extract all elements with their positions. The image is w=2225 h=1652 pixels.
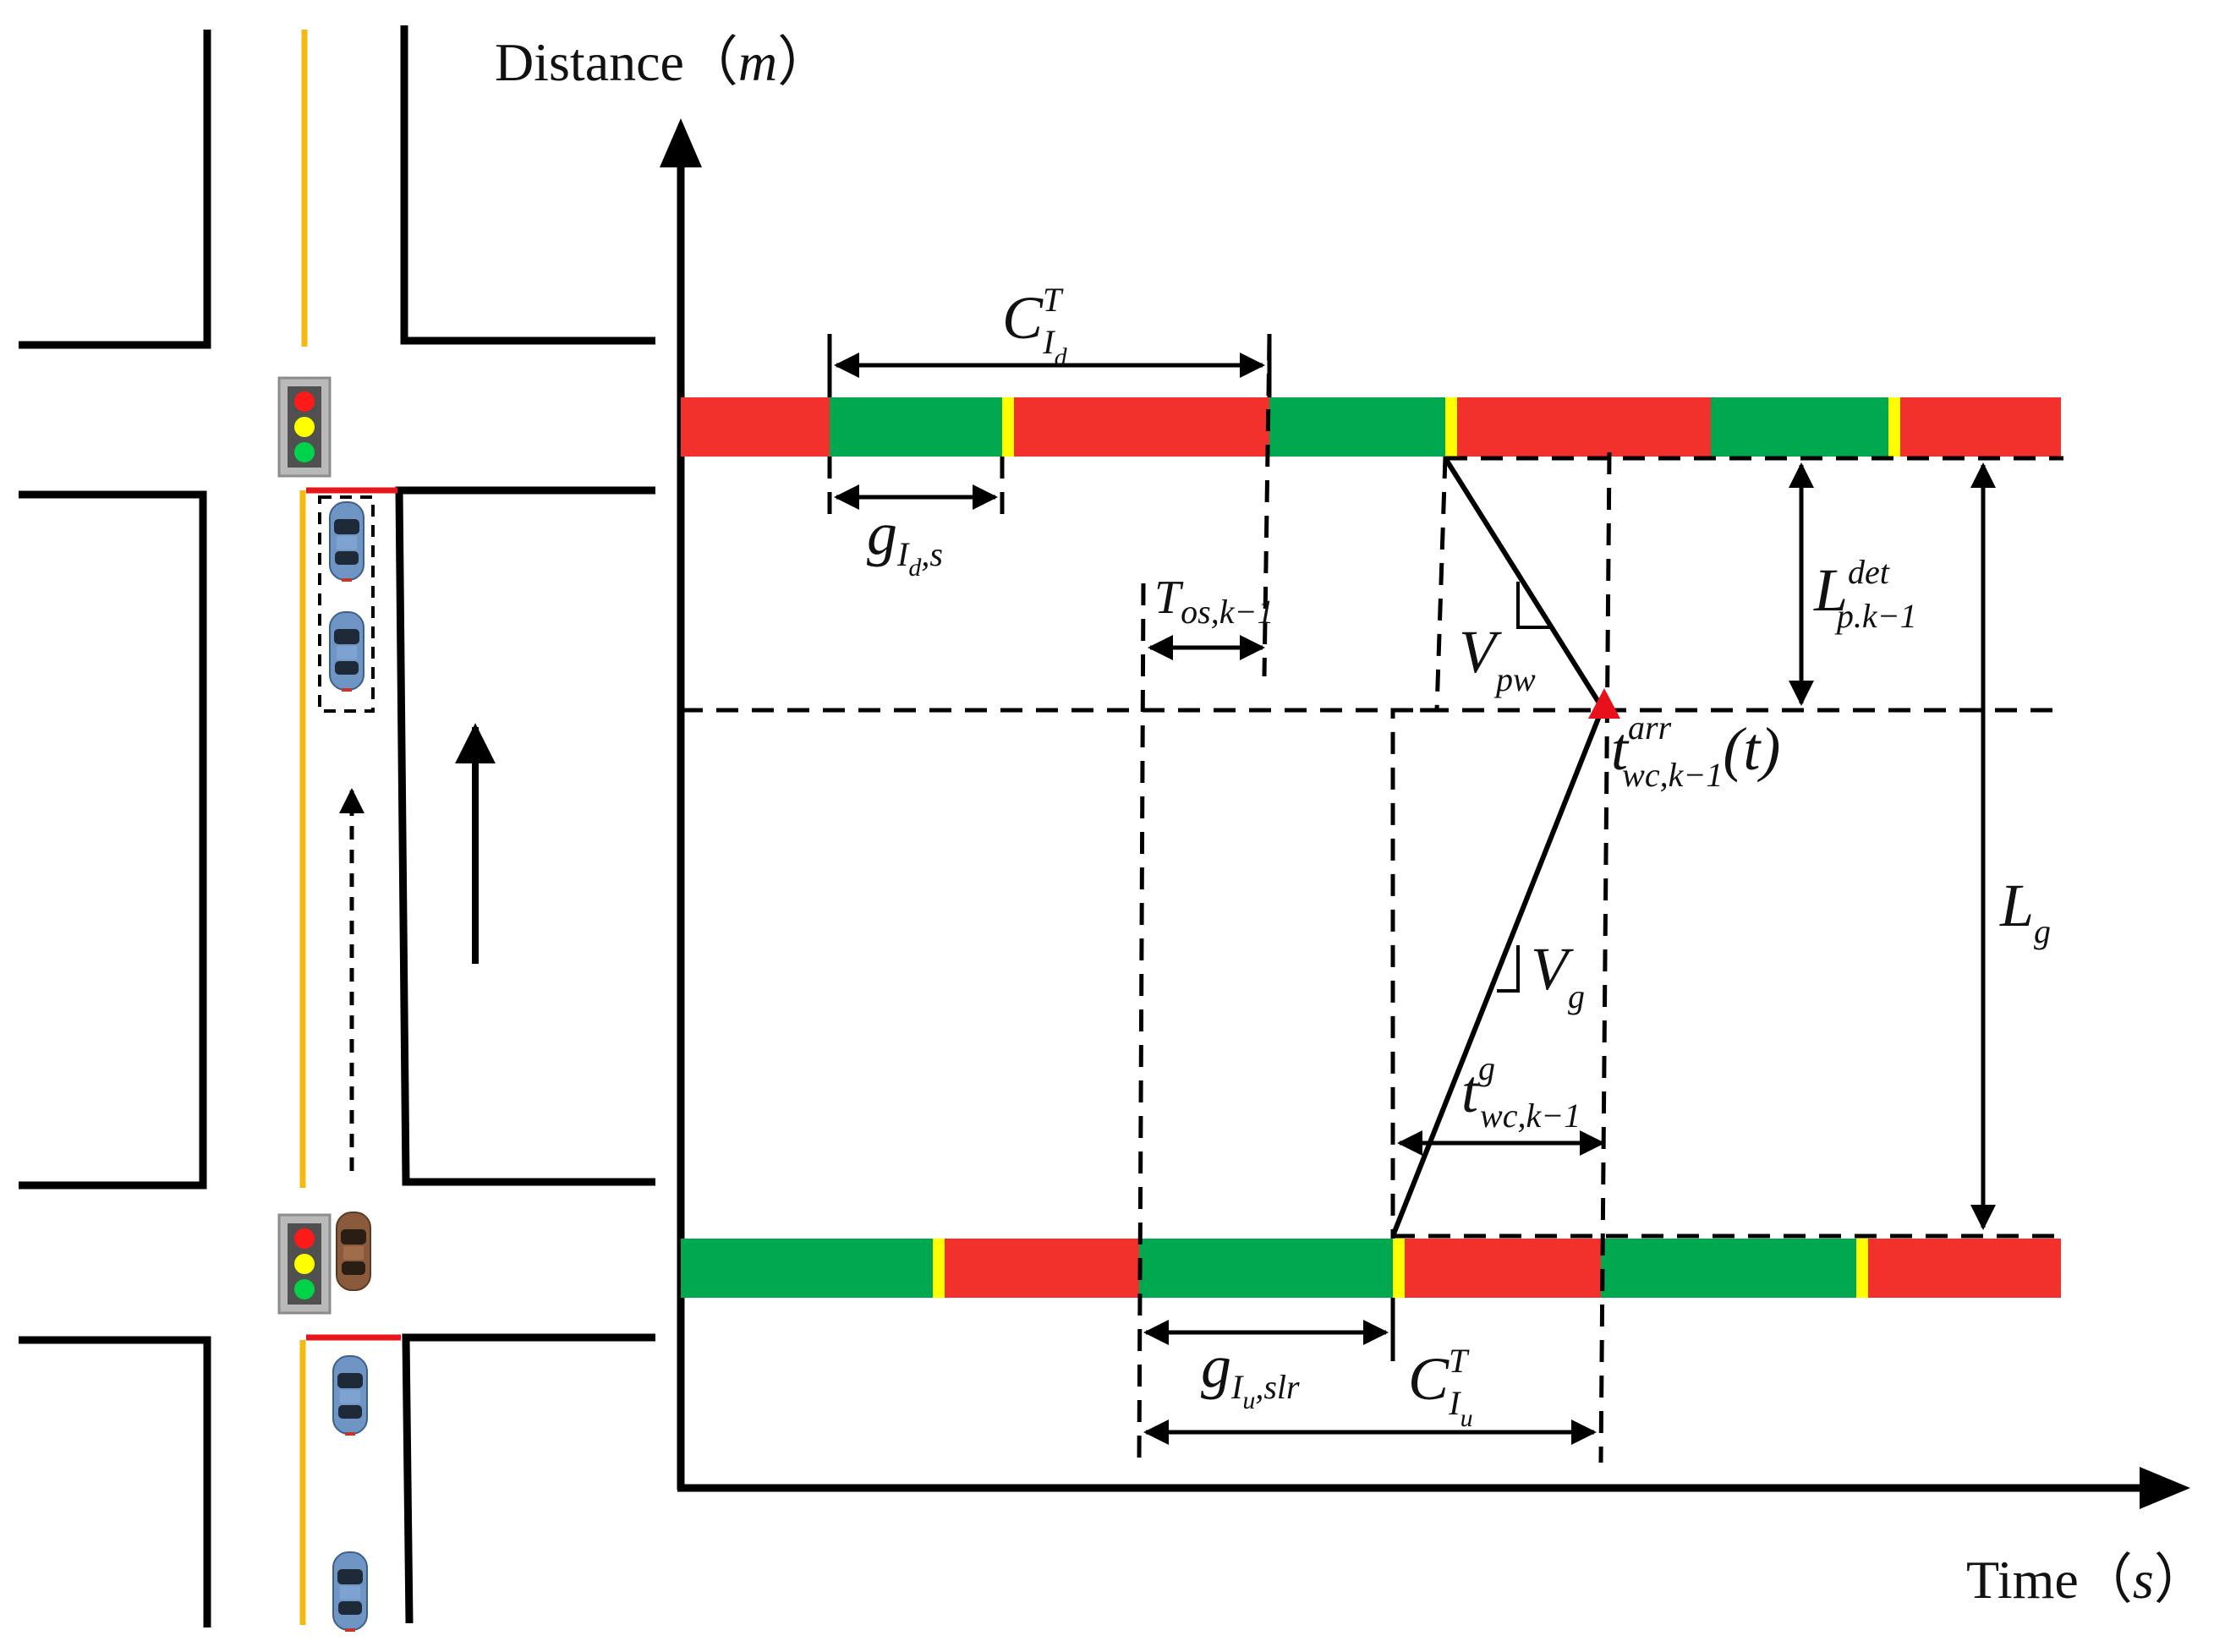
phase-red [1457,397,1711,457]
phase-yellow [1856,1239,1868,1298]
phase-yellow [1445,397,1457,457]
phase-yellow [1393,1239,1405,1298]
road-center-line [299,30,308,1625]
traffic-light-upstream-icon [277,1213,332,1315]
phase-red [1014,397,1269,457]
phase-red [1405,1239,1601,1298]
queued-car-icon [329,611,364,692]
phase-green [830,397,1002,457]
axes: Distance（m） Time（s） [495,32,2208,1610]
y-axis-arrowhead-icon [660,118,702,167]
phase-yellow [1002,397,1014,457]
downstream-signal-timing-bar [681,397,2061,457]
green-wave-line [1390,710,1603,1238]
approaching-car-icon [332,1355,368,1436]
phase-green [1139,1239,1393,1298]
x-axis-arrowhead-icon [2140,1467,2190,1509]
label-segment-length: Lg [1999,872,2051,950]
approaching-car-icon [332,1551,368,1633]
phase-green [681,1239,933,1298]
phase-green [1269,397,1445,457]
phase-yellow [933,1239,945,1298]
queue-detection-box [318,495,375,713]
dimension-arrows [827,334,1996,1445]
phase-red [945,1239,1139,1298]
phase-green [1601,1239,1856,1298]
road-edge-lines [19,25,655,1627]
queued-car-icon [329,501,364,583]
v-pw-slope-marker [1516,582,1552,629]
queue-wave-line [1443,457,1605,710]
guide-vertical [1598,451,1612,1463]
v-g-slope-marker [1497,945,1520,993]
arrival-point-marker-icon [1588,688,1620,719]
arriving-car-icon [336,1212,371,1291]
phase-green [1711,397,1888,457]
upstream-signal-timing-bar [681,1239,2061,1298]
phase-red [1868,1239,2061,1298]
road-schematic [19,25,655,1633]
label-downstream-green: gId,s [867,500,943,582]
traffic-light-downstream-icon [277,376,332,478]
label-green-wave-speed: Vg [1531,935,1585,1015]
phase-red [681,397,830,457]
guide-vertical [1390,456,1448,1239]
phase-yellow [1888,397,1900,457]
label-upstream-green: gIu,slr [1201,1332,1300,1414]
y-axis-title: Distance（m） [495,32,831,92]
label-offset: Tos,k−1 [1154,572,1274,631]
guide-vertical [1137,583,1146,1463]
phase-red [1900,397,2061,457]
label-queue-wave-speed: Vpw [1459,618,1536,698]
x-axis-title: Time（s） [1966,1550,2208,1610]
